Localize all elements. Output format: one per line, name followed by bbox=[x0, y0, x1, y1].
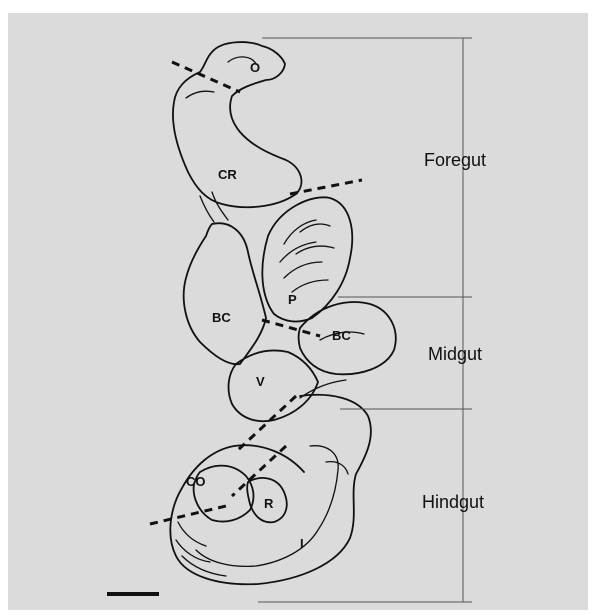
esophagus-fold bbox=[186, 57, 256, 98]
label-p: P bbox=[288, 292, 297, 307]
ileum-outline bbox=[170, 395, 371, 584]
label-foregut: Foregut bbox=[424, 150, 486, 170]
label-i: I bbox=[300, 536, 304, 551]
label-bc-left: BC bbox=[212, 310, 231, 325]
label-o: O bbox=[250, 60, 260, 75]
boundary-caecum-junction bbox=[262, 320, 320, 336]
proventriculus-folds bbox=[280, 220, 334, 292]
label-r: R bbox=[264, 496, 274, 511]
label-midgut: Midgut bbox=[428, 344, 482, 364]
crop-connector bbox=[200, 192, 228, 222]
label-cr: CR bbox=[218, 167, 237, 182]
label-co: CO bbox=[186, 474, 206, 489]
label-bc-right: BC bbox=[332, 328, 351, 343]
region-bracket bbox=[457, 38, 469, 602]
left-caecum-outline bbox=[184, 223, 266, 364]
proventriculus-outline bbox=[262, 197, 352, 321]
esophagus-outline bbox=[173, 42, 302, 207]
boundary-esophagus-crop bbox=[172, 62, 240, 92]
label-hindgut: Hindgut bbox=[422, 492, 484, 512]
boundary-midgut-hindgut bbox=[238, 396, 296, 450]
scale-bar bbox=[107, 592, 159, 596]
label-v: V bbox=[256, 374, 265, 389]
